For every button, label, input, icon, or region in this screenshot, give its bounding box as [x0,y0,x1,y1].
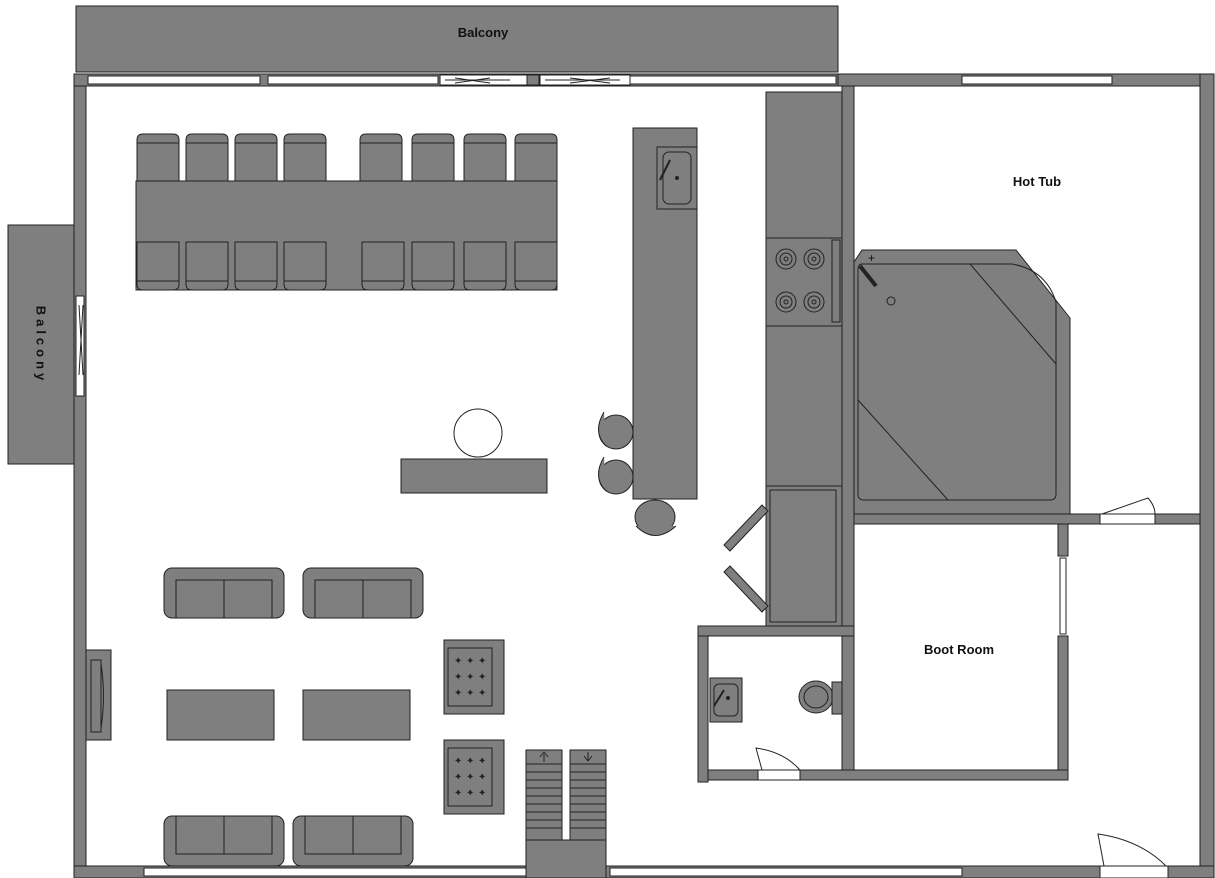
balcony-left-label: Balcony [34,306,49,385]
svg-text:✦: ✦ [466,772,474,783]
svg-text:✦: ✦ [478,672,486,683]
svg-text:✦: ✦ [454,756,462,767]
stairs [525,749,607,878]
sofa-4 [292,815,414,867]
svg-text:✦: ✦ [466,656,474,667]
interior-walls [697,513,1201,783]
bathroom [709,677,843,723]
windows [75,75,1113,877]
svg-text:✦: ✦ [466,756,474,767]
armchair-2: ✦ ✦ ✦ ✦ ✦ ✦ ✦ ✦ ✦ [443,739,505,815]
sofa-1 [163,567,285,619]
svg-text:✦: ✦ [454,788,462,799]
armchair-1: ✦ ✦ ✦ ✦ ✦ ✦ ✦ ✦ ✦ [443,639,505,715]
cooktop [775,248,825,313]
boot-room-label: Boot Room [924,642,994,657]
svg-text:✦: ✦ [478,772,486,783]
svg-text:+: + [868,251,875,265]
svg-text:✦: ✦ [454,688,462,699]
kitchen-island [632,127,698,500]
round-table [400,408,548,494]
sofa-3 [163,815,285,867]
svg-text:✦: ✦ [466,688,474,699]
svg-text:✦: ✦ [454,656,462,667]
svg-text:✦: ✦ [478,688,486,699]
sofa-2 [302,567,424,619]
kitchen-counter [765,91,843,627]
svg-text:✦: ✦ [466,672,474,683]
svg-text:✦: ✦ [466,788,474,799]
svg-text:✦: ✦ [478,788,486,799]
dining-table [135,133,558,291]
coffee-tables [166,689,411,741]
bar-stools [598,411,677,536]
balcony-top: Balcony [75,5,839,73]
interior-window [1059,557,1067,635]
svg-text:✦: ✦ [478,656,486,667]
svg-text:✦: ✦ [454,672,462,683]
balcony-top-label: Balcony [458,25,509,40]
svg-text:✦: ✦ [454,772,462,783]
hot-tub: Hot Tub + [853,174,1071,515]
patio-doors [78,74,631,376]
doors [755,497,1169,878]
balcony-left: Balcony [7,224,75,465]
fridge-doors [723,504,769,613]
fireplace [85,649,112,741]
hot-tub-label: Hot Tub [1013,174,1061,189]
svg-text:✦: ✦ [478,756,486,767]
